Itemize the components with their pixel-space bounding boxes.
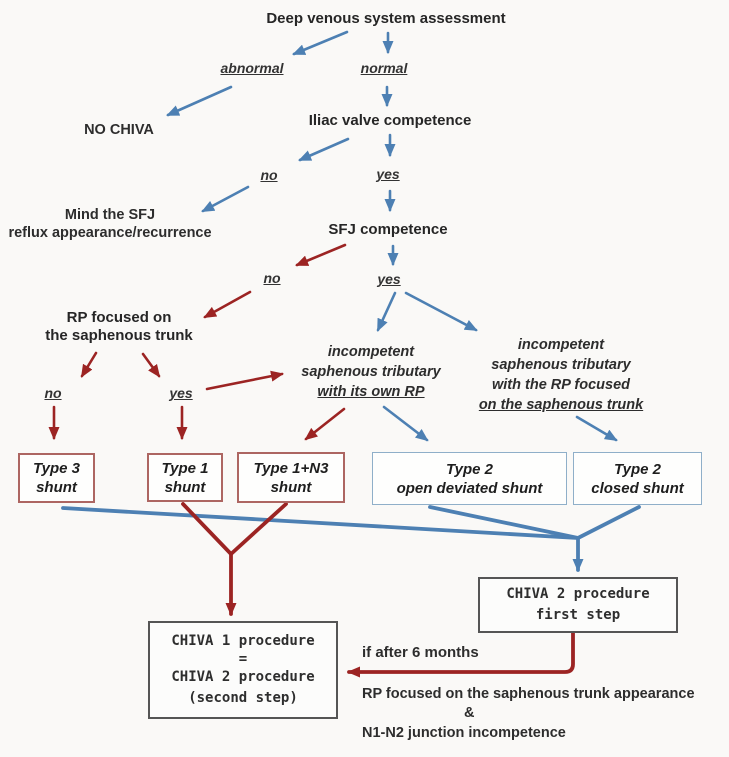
type2-open-line1: Type 2 xyxy=(446,460,493,478)
chiva1-line3: CHIVA 2 procedure xyxy=(171,669,315,685)
no-chiva-label: NO CHIVA xyxy=(84,122,154,138)
tributary-own-rp-line2: saphenous tributary xyxy=(301,364,441,380)
chiva1-line4: (second step) xyxy=(188,690,298,706)
rp-focused-trunk-label: RP focused on the saphenous trunk xyxy=(45,309,193,345)
tributary-own-rp-line3: with its own RP xyxy=(317,384,425,400)
tributary-rp-trunk-line3: with the RP focused xyxy=(491,377,631,393)
type2-closed-line2: closed shunt xyxy=(591,479,684,497)
iliac-no-label: no xyxy=(260,167,278,183)
sfj-competence-label: SFJ competence xyxy=(328,221,448,238)
type2-open-deviated-shunt-box: Type 2 open deviated shunt xyxy=(372,452,567,505)
chiva2-procedure-box: CHIVA 2 procedure first step xyxy=(478,577,678,633)
type1-line2: shunt xyxy=(164,478,206,496)
tributary-rp-trunk-line1: incompetent xyxy=(517,337,605,353)
type1-line1: Type 1 xyxy=(161,459,209,477)
rp-no-label: no xyxy=(44,385,62,401)
chiva1-line1: CHIVA 1 procedure xyxy=(171,633,315,649)
root-assessment-label: Deep venous system assessment xyxy=(266,10,506,27)
blue-arrows-group xyxy=(61,30,641,572)
type2-closed-line1: Type 2 xyxy=(614,460,661,478)
tributary-rp-trunk-line2: saphenous tributary xyxy=(491,357,631,373)
feedback-condition-label: if after 6 months xyxy=(362,644,479,661)
chiva2-line2: first step xyxy=(535,607,621,623)
rp-yes-label: yes xyxy=(169,385,193,401)
type3-line2: shunt xyxy=(36,479,77,496)
type3-shunt-box: Type 3 shunt xyxy=(18,453,95,503)
type1n3-shunt-box: Type 1+N3 shunt xyxy=(237,452,345,503)
tributary-own-rp-line1: incompetent xyxy=(327,344,415,360)
chiva1-equals: = xyxy=(238,651,248,667)
sfj-no-label: no xyxy=(263,270,281,286)
tributary-own-rp-label: incompetent saphenous tributary with its… xyxy=(301,342,440,402)
type2-closed-shunt-box: Type 2 closed shunt xyxy=(573,452,702,505)
feedback-line3: N1-N2 junction incompetence xyxy=(362,725,566,741)
tributary-rp-trunk-line4: on the saphenous trunk xyxy=(478,397,644,413)
feedback-ampersand: & xyxy=(464,705,475,721)
iliac-yes-label: yes xyxy=(376,166,400,182)
type2-open-line2: open deviated shunt xyxy=(396,479,543,497)
tributary-rp-trunk-label: incompetent saphenous tributary with the… xyxy=(479,335,643,415)
rp-focused-line1: RP focused on xyxy=(66,309,172,326)
type1n3-line1: Type 1+N3 xyxy=(253,459,329,477)
red-arrows-group xyxy=(48,243,575,678)
iliac-valve-competence-label: Iliac valve competence xyxy=(308,112,472,129)
type1n3-line2: shunt xyxy=(270,478,312,496)
chiva1-procedure-box: CHIVA 1 procedure = CHIVA 2 procedure (s… xyxy=(148,621,338,719)
branch-normal-label: normal xyxy=(360,60,408,76)
chiva2-line1: CHIVA 2 procedure xyxy=(506,586,650,602)
feedback-line1: RP focused on the saphenous trunk appear… xyxy=(362,686,695,702)
mind-sfj-line2: reflux appearance/recurrence xyxy=(8,225,212,241)
type1-shunt-box: Type 1 shunt xyxy=(147,453,223,502)
branch-abnormal-label: abnormal xyxy=(220,60,284,76)
mind-sfj-note: Mind the SFJ reflux appearance/recurrenc… xyxy=(8,206,211,242)
sfj-yes-label: yes xyxy=(377,271,401,287)
type3-line1: Type 3 xyxy=(33,460,80,477)
rp-focused-line2: the saphenous trunk xyxy=(45,327,193,344)
mind-sfj-line1: Mind the SFJ xyxy=(64,207,156,223)
